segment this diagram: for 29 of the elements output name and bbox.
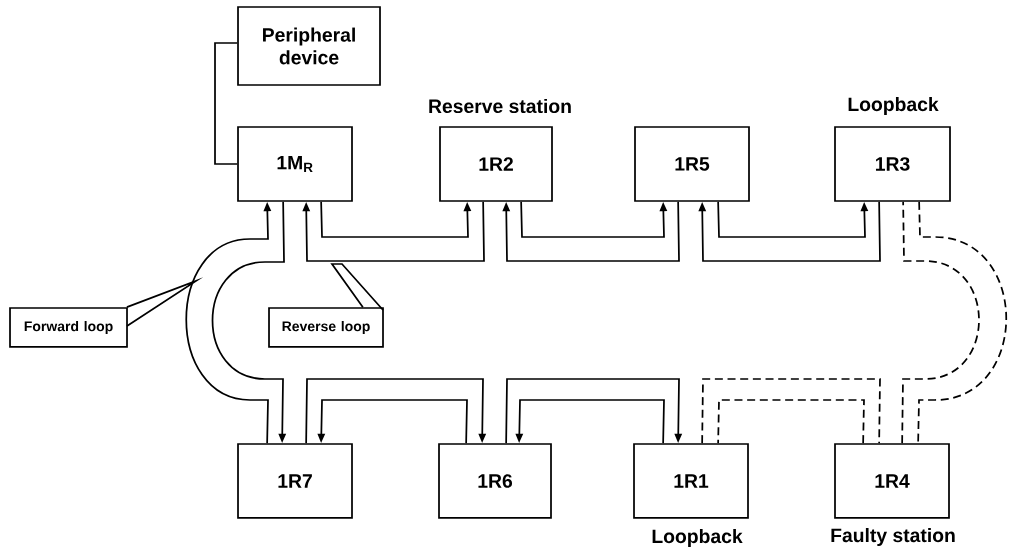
- station-label: Faulty station: [831, 528, 955, 546]
- dashed-line: [917, 201, 1008, 444]
- arrow: [502, 201, 680, 262]
- arrow: [317, 399, 468, 444]
- arrow: [305, 378, 487, 444]
- station-box: 1R6: [438, 443, 552, 519]
- station-label: Loopback: [848, 97, 939, 115]
- arrow: [505, 378, 683, 444]
- station-box: 1R2: [439, 126, 553, 202]
- arrow: [302, 201, 485, 262]
- leader-line: [126, 277, 204, 327]
- station-box: 1M$_{R}$: [237, 126, 353, 202]
- dashed-line: [901, 201, 980, 444]
- arrow: [698, 201, 881, 262]
- station-box: 1R3: [834, 126, 951, 202]
- leader-line: [330, 263, 384, 311]
- callout-box: Reverse loop: [268, 307, 384, 348]
- station-box: 1R5: [634, 126, 750, 202]
- dashed-line: [717, 399, 865, 444]
- connector-line: [214, 42, 238, 165]
- station-label: Loopback: [652, 529, 743, 547]
- callout-box: Forward loop: [9, 307, 128, 348]
- station-box: 1R7: [237, 443, 353, 519]
- arrow: [515, 399, 665, 444]
- dashed-line: [701, 378, 881, 444]
- station-label: Reserve station: [429, 98, 571, 114]
- station-box: 1R4: [834, 443, 950, 519]
- peripheral-box: Peripheral device: [237, 6, 381, 86]
- station-box: 1R1: [633, 443, 749, 519]
